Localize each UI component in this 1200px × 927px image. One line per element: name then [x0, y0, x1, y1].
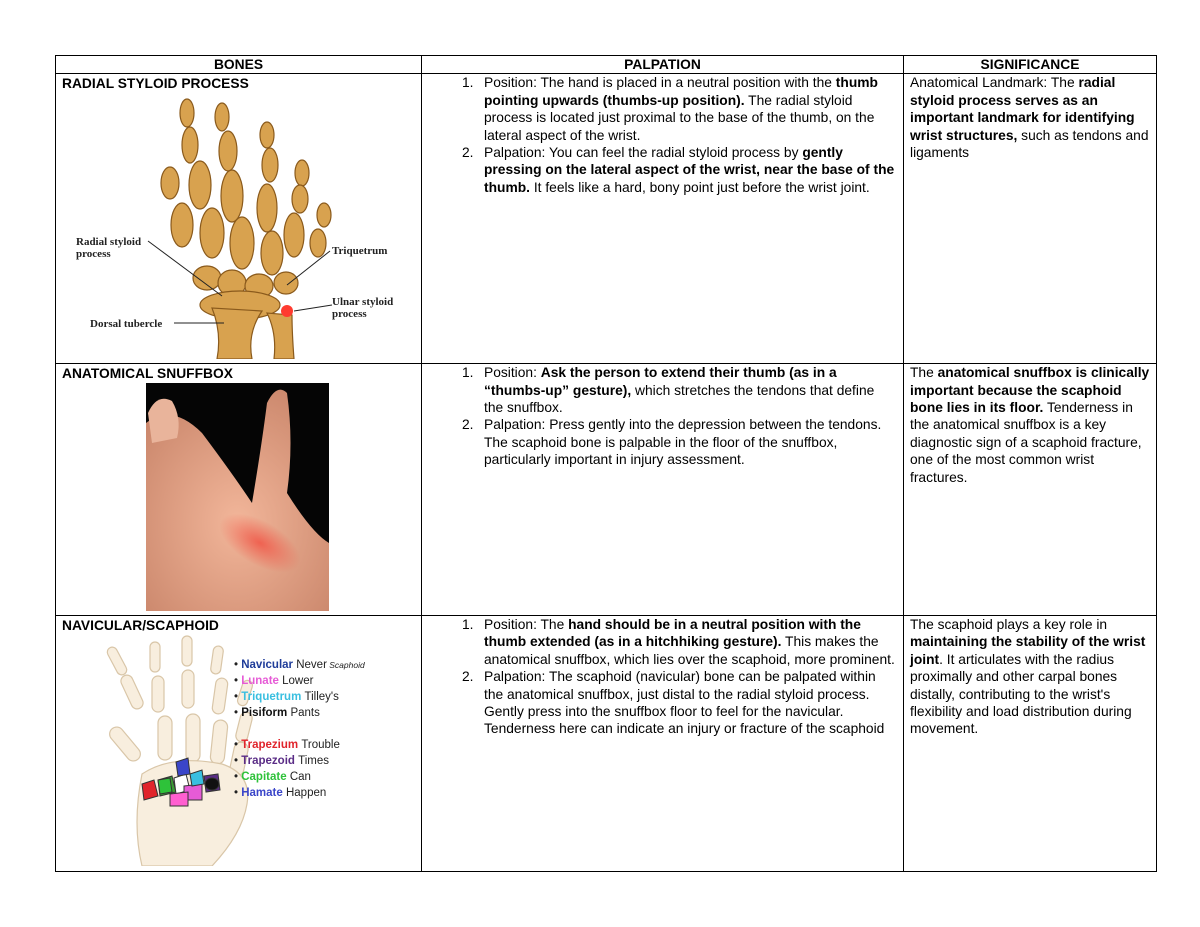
text-run: Position: — [484, 365, 541, 381]
label-ulnar-styloid-2: process — [332, 308, 367, 320]
mnemonic-list: • Navicular Never Scaphoid • Lunate Lower… — [234, 659, 365, 799]
palpation-cell: 1. Position: Ask the person to extend the… — [421, 363, 904, 617]
significance-cell: The anatomical snuffbox is clinically im… — [903, 363, 1157, 617]
table-row: RADIAL STYLOID PROCESS — [55, 73, 1157, 365]
label-radial-styloid: Radial styloid — [76, 236, 141, 248]
header-bones: BONES — [55, 54, 422, 75]
mnemonic-line: • Trapezoid Times — [234, 755, 329, 767]
text-run: Position: The — [484, 617, 569, 633]
list-number: 2. — [462, 417, 474, 433]
palpation-cell: 1. Position: The hand is placed in a neut… — [421, 73, 904, 365]
table-row: ANATOMICAL SNUFFBOX — [55, 363, 1157, 617]
palpation-item: 2. Palpation: Press gently into the depre… — [428, 416, 897, 468]
mnemonic-line: • Capitate Can — [234, 771, 311, 783]
palpation-list: 1. Position: The hand is placed in a neut… — [428, 74, 897, 196]
text-run: . It articulates with the radius proxima… — [910, 651, 1132, 737]
header-row: BONES PALPATION SIGNIFICANCE — [55, 54, 1157, 75]
bold-text: gently pressing on the lateral aspect of… — [484, 145, 895, 195]
bone-title: ANATOMICAL SNUFFBOX — [62, 366, 233, 382]
bone-cell: ANATOMICAL SNUFFBOX — [55, 363, 422, 617]
significance-cell: The scaphoid plays a key role in maintai… — [903, 615, 1157, 872]
thumb-snuffbox-photo — [62, 382, 415, 615]
palpation-list: 1. Position: Ask the person to extend the… — [428, 364, 897, 468]
label-dorsal-tubercle: Dorsal tubercle — [90, 318, 162, 330]
palpation-item: 1. Position: The hand is placed in a neut… — [428, 74, 897, 144]
text-run: The — [910, 365, 938, 381]
bold-text: thumb pointing upwards (thumbs-up positi… — [484, 75, 878, 108]
bone-cell: RADIAL STYLOID PROCESS — [55, 73, 422, 365]
label-triquetrum: Triquetrum — [332, 245, 387, 257]
text-run: Anatomical Landmark: The — [910, 75, 1079, 91]
palpation-item: 2. Palpation: You can feel the radial sty… — [428, 144, 897, 196]
list-number: 1. — [462, 617, 474, 633]
palpation-item: 1. Position: The hand should be in a neut… — [428, 616, 897, 668]
bone-title: NAVICULAR/SCAPHOID — [62, 618, 219, 634]
text-run: such as tendons and ligaments — [910, 127, 1149, 161]
palpation-item: 2. Palpation: The scaphoid (navicular) bo… — [428, 668, 897, 738]
label-radial-styloid-2: process — [76, 248, 111, 260]
text-run: Palpation: Press gently into the depress… — [484, 417, 882, 468]
list-number: 1. — [462, 365, 474, 381]
bold-text: radial styloid process serves as an impo… — [910, 75, 1135, 143]
palpation-cell: 1. Position: The hand should be in a neut… — [421, 615, 904, 872]
bold-text: anatomical snuffbox is clinically import… — [910, 365, 1150, 416]
mnemonic-line: • Trapezium Trouble — [234, 739, 340, 751]
text-run: Tenderness in the anatomical snuffbox is… — [910, 400, 1142, 485]
text-run: Palpation: You can feel the radial stylo… — [484, 145, 803, 161]
text-run: This makes the anatomical snuffbox, whic… — [484, 634, 895, 667]
bone-cell: NAVICULAR/SCAPHOID — [55, 615, 422, 872]
text-run: which stretches the tendons that define … — [484, 382, 875, 416]
text-run: Position: The hand is placed in a neutra… — [484, 75, 836, 91]
significance-cell: Anatomical Landmark: The radial styloid … — [903, 73, 1157, 365]
header-significance: SIGNIFICANCE — [903, 54, 1157, 75]
text-run: It feels like a hard, bony point just be… — [529, 179, 870, 195]
text-run: Palpation: The scaphoid (navicular) bone… — [484, 669, 885, 737]
list-number: 1. — [462, 75, 474, 91]
bone-title: RADIAL STYLOID PROCESS — [62, 76, 249, 92]
mnemonic-line: • Hamate Happen — [234, 787, 326, 799]
bold-text: hand should be in a neutral position wit… — [484, 617, 861, 650]
list-number: 2. — [462, 145, 474, 161]
list-number: 2. — [462, 669, 474, 685]
mnemonic-line: • Triquetrum Tilley's — [234, 691, 339, 703]
palpation-list: 1. Position: The hand should be in a neut… — [428, 616, 897, 738]
carpal-mnemonic-image: • Navicular Never Scaphoid • Lunate Lower… — [62, 634, 415, 870]
bold-text: maintaining the stability of the wrist j… — [910, 634, 1146, 667]
table-row: NAVICULAR/SCAPHOID — [55, 615, 1157, 872]
text-run: The scaphoid plays a key role in — [910, 617, 1108, 633]
mnemonic-line: • Navicular Never Scaphoid — [234, 659, 365, 671]
bold-text: Ask the person to extend their thumb (as… — [484, 365, 837, 398]
palpation-item: 1. Position: Ask the person to extend the… — [428, 364, 897, 416]
hand-skeleton-image: Radial styloid process Triquetrum Ulnar … — [62, 93, 415, 363]
mnemonic-line: • Pisiform Pants — [234, 707, 320, 719]
text-run: The radial styloid process is located ju… — [484, 92, 875, 143]
header-palpation: PALPATION — [421, 54, 904, 75]
label-ulnar-styloid: Ulnar styloid — [332, 296, 393, 308]
anatomy-table: BONES PALPATION SIGNIFICANCE RADIAL STYL… — [55, 54, 1157, 872]
mnemonic-line: • Lunate Lower — [234, 675, 314, 687]
